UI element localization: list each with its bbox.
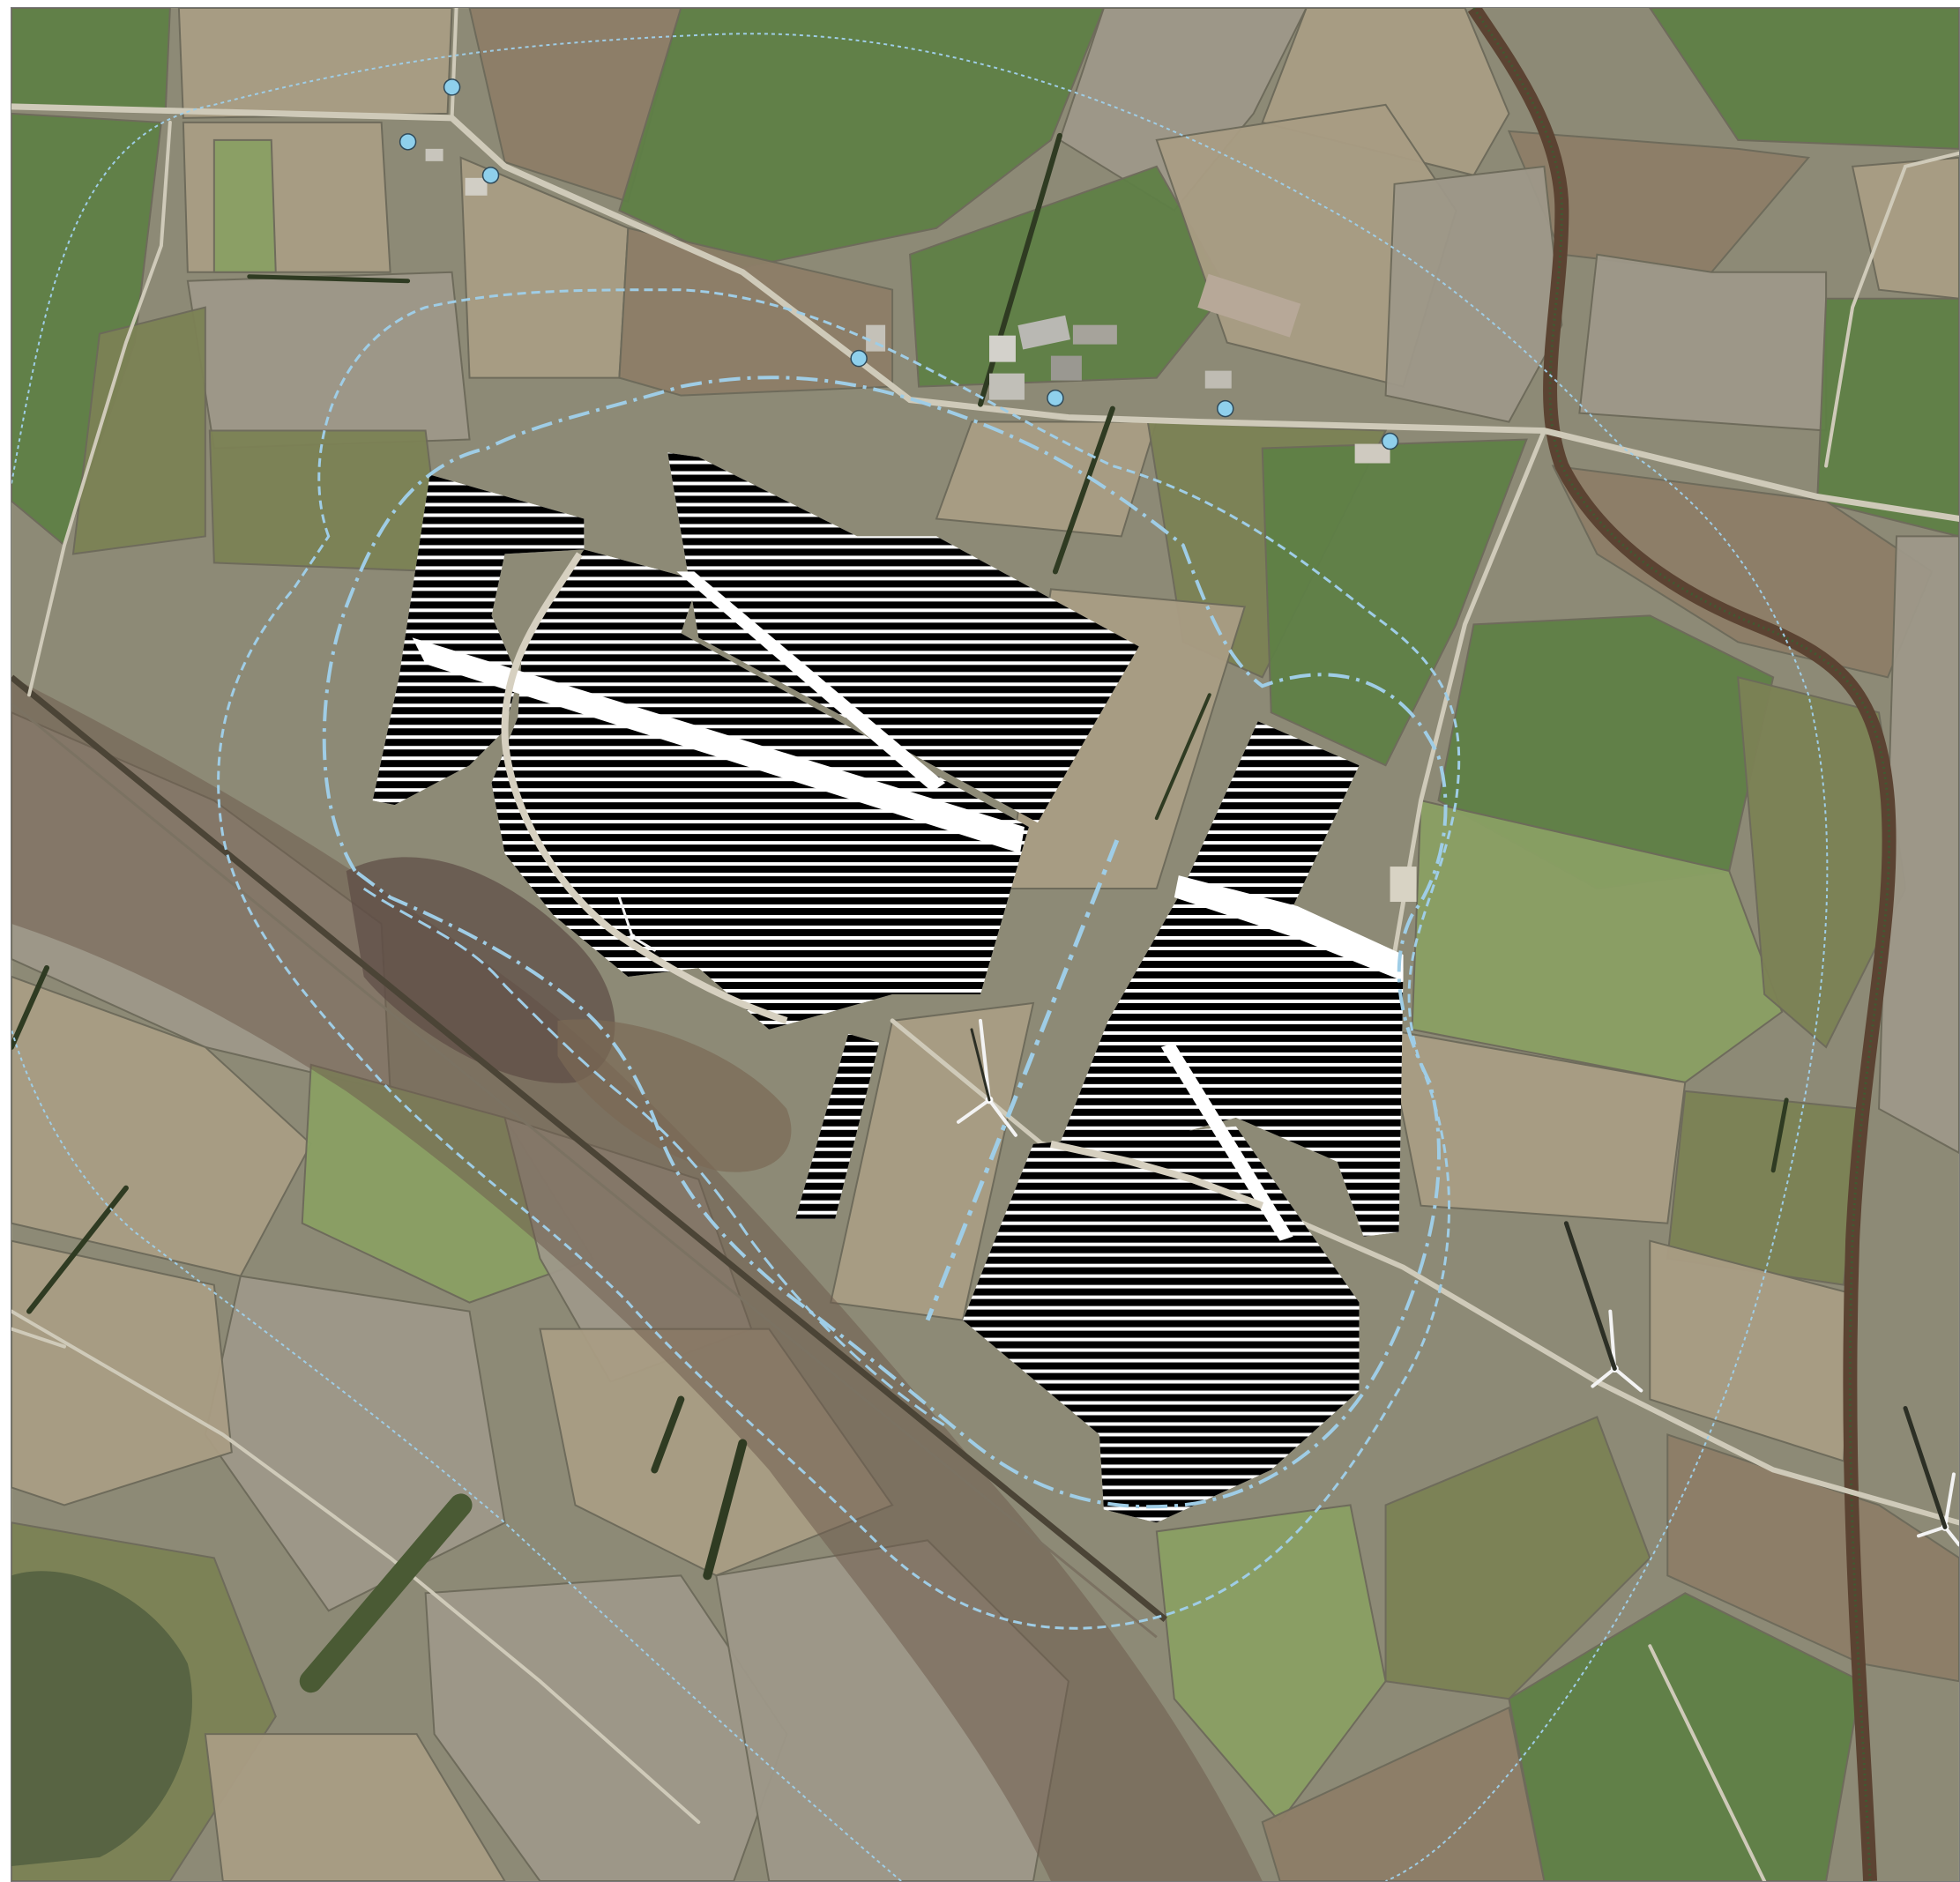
- field-parcel: [1261, 438, 1528, 767]
- field-parcel: [1507, 130, 1811, 273]
- circle-marker-icon: [399, 133, 417, 151]
- field-parcel: [212, 138, 277, 273]
- heath-patch: [346, 857, 615, 1083]
- field-parcel: [1578, 253, 1828, 432]
- circle-marker-icon: [481, 167, 500, 184]
- map-frame[interactable]: [11, 7, 1960, 1882]
- aerial-map[interactable]: [11, 8, 1959, 1881]
- field-parcel: [618, 8, 1105, 269]
- field-parcel: [1666, 1090, 1863, 1286]
- railway: [11, 674, 1168, 1622]
- heath-patch: [557, 1019, 792, 1172]
- field-parcel: [1384, 165, 1563, 423]
- field-layer: [11, 8, 1959, 1881]
- wind-turbine-icon: [617, 896, 656, 952]
- access-route-line: [925, 839, 1120, 1321]
- buffer-line-mid: [217, 288, 1461, 1630]
- field-parcel: [186, 271, 471, 450]
- field-parcel: [1666, 1433, 1959, 1683]
- field-parcel: [1649, 8, 1959, 150]
- dwelling-markers: [399, 78, 1399, 450]
- heath-belt: [11, 677, 1263, 1881]
- circle-marker-icon: [1217, 399, 1234, 418]
- field-parcel: [71, 306, 206, 555]
- field-parcel: [11, 8, 171, 110]
- site-track: [1050, 1140, 1264, 1209]
- turbine-shadows: [970, 1028, 1948, 1529]
- field-parcel: [11, 975, 312, 1277]
- access-corridor: [1160, 1042, 1293, 1241]
- farm-buildings: [425, 148, 1417, 903]
- buffer-line-outer: [11, 33, 1829, 1881]
- field-parcel: [1649, 1239, 1854, 1462]
- field-parcel: [1261, 1706, 1546, 1881]
- field-parcel: [177, 8, 453, 119]
- field-parcel: [1411, 799, 1784, 1083]
- field-parcel: [11, 1239, 233, 1506]
- site-track: [501, 552, 788, 1024]
- buffer-zones: [11, 33, 1829, 1881]
- buffer-line-inner: [322, 376, 1448, 1509]
- circle-marker-icon: [1047, 389, 1064, 407]
- access-corridor: [412, 637, 1025, 854]
- wind-turbine-icon: [1917, 1472, 1959, 1547]
- circle-marker-icon: [850, 349, 868, 368]
- wind-turbines: [617, 896, 1959, 1547]
- field-parcel: [1384, 1028, 1687, 1224]
- circle-marker-icon: [443, 78, 461, 96]
- field-parcel: [208, 429, 444, 573]
- field-parcel: [935, 420, 1159, 538]
- field-parcel: [424, 1574, 788, 1881]
- railway-edge: [11, 703, 1158, 1639]
- access-corridor: [676, 571, 946, 792]
- field-parcel: [618, 227, 894, 397]
- access-corridor: [1174, 875, 1404, 981]
- canal-bank: [1472, 8, 1891, 1881]
- field-parcel: [1737, 675, 1907, 1049]
- buffer-line-inner-b: [362, 887, 946, 1427]
- heath-patch: [11, 1571, 192, 1867]
- circle-marker-icon: [1381, 432, 1399, 450]
- field-parcel: [1384, 1416, 1651, 1700]
- wind-turbine-icon: [957, 1018, 1017, 1137]
- field-parcel: [204, 1733, 506, 1881]
